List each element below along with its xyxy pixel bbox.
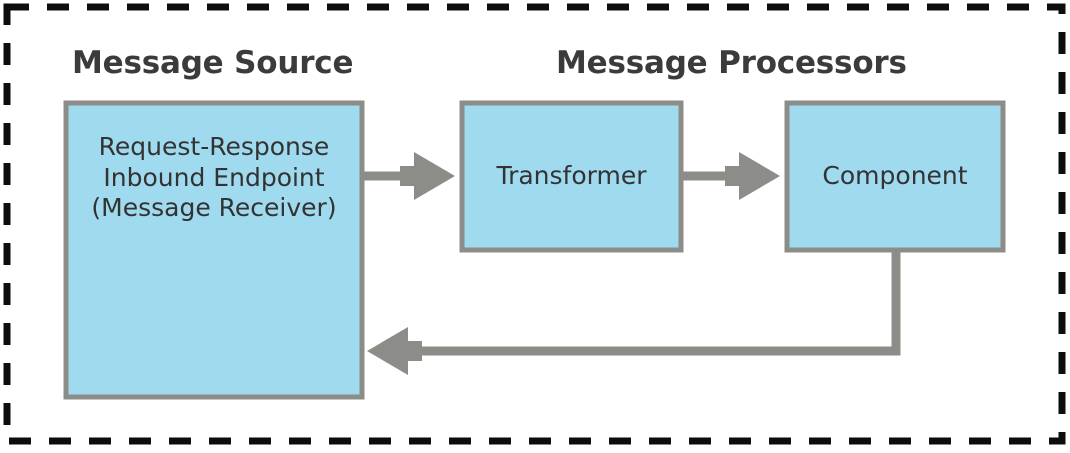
group-title-message-processors: Message Processors (556, 45, 907, 81)
node-label-line: Transformer (496, 161, 647, 191)
connector-endpoint-to-transformer (363, 152, 455, 200)
node-label-transformer[interactable]: Transformer (462, 103, 681, 250)
boundary-dashed-rect (3, 3, 1066, 445)
node-label-line: Component (822, 161, 968, 191)
node-inbound-endpoint[interactable] (63, 100, 365, 400)
node-label-line: Request-Response (98, 132, 330, 162)
node-label-component[interactable]: Component (787, 103, 1003, 250)
connector-transformer-to-component (681, 152, 780, 200)
group-title-message-source: Message Source (72, 45, 354, 81)
node-label-inbound-endpoint[interactable]: Request-Response Inbound Endpoint (Messa… (66, 123, 362, 233)
node-transformer[interactable] (459, 100, 684, 253)
node-component[interactable] (784, 100, 1006, 253)
node-label-line: Inbound Endpoint (103, 162, 325, 192)
node-label-line: (Message Receiver) (91, 193, 337, 223)
connector-component-to-endpoint (367, 250, 901, 375)
